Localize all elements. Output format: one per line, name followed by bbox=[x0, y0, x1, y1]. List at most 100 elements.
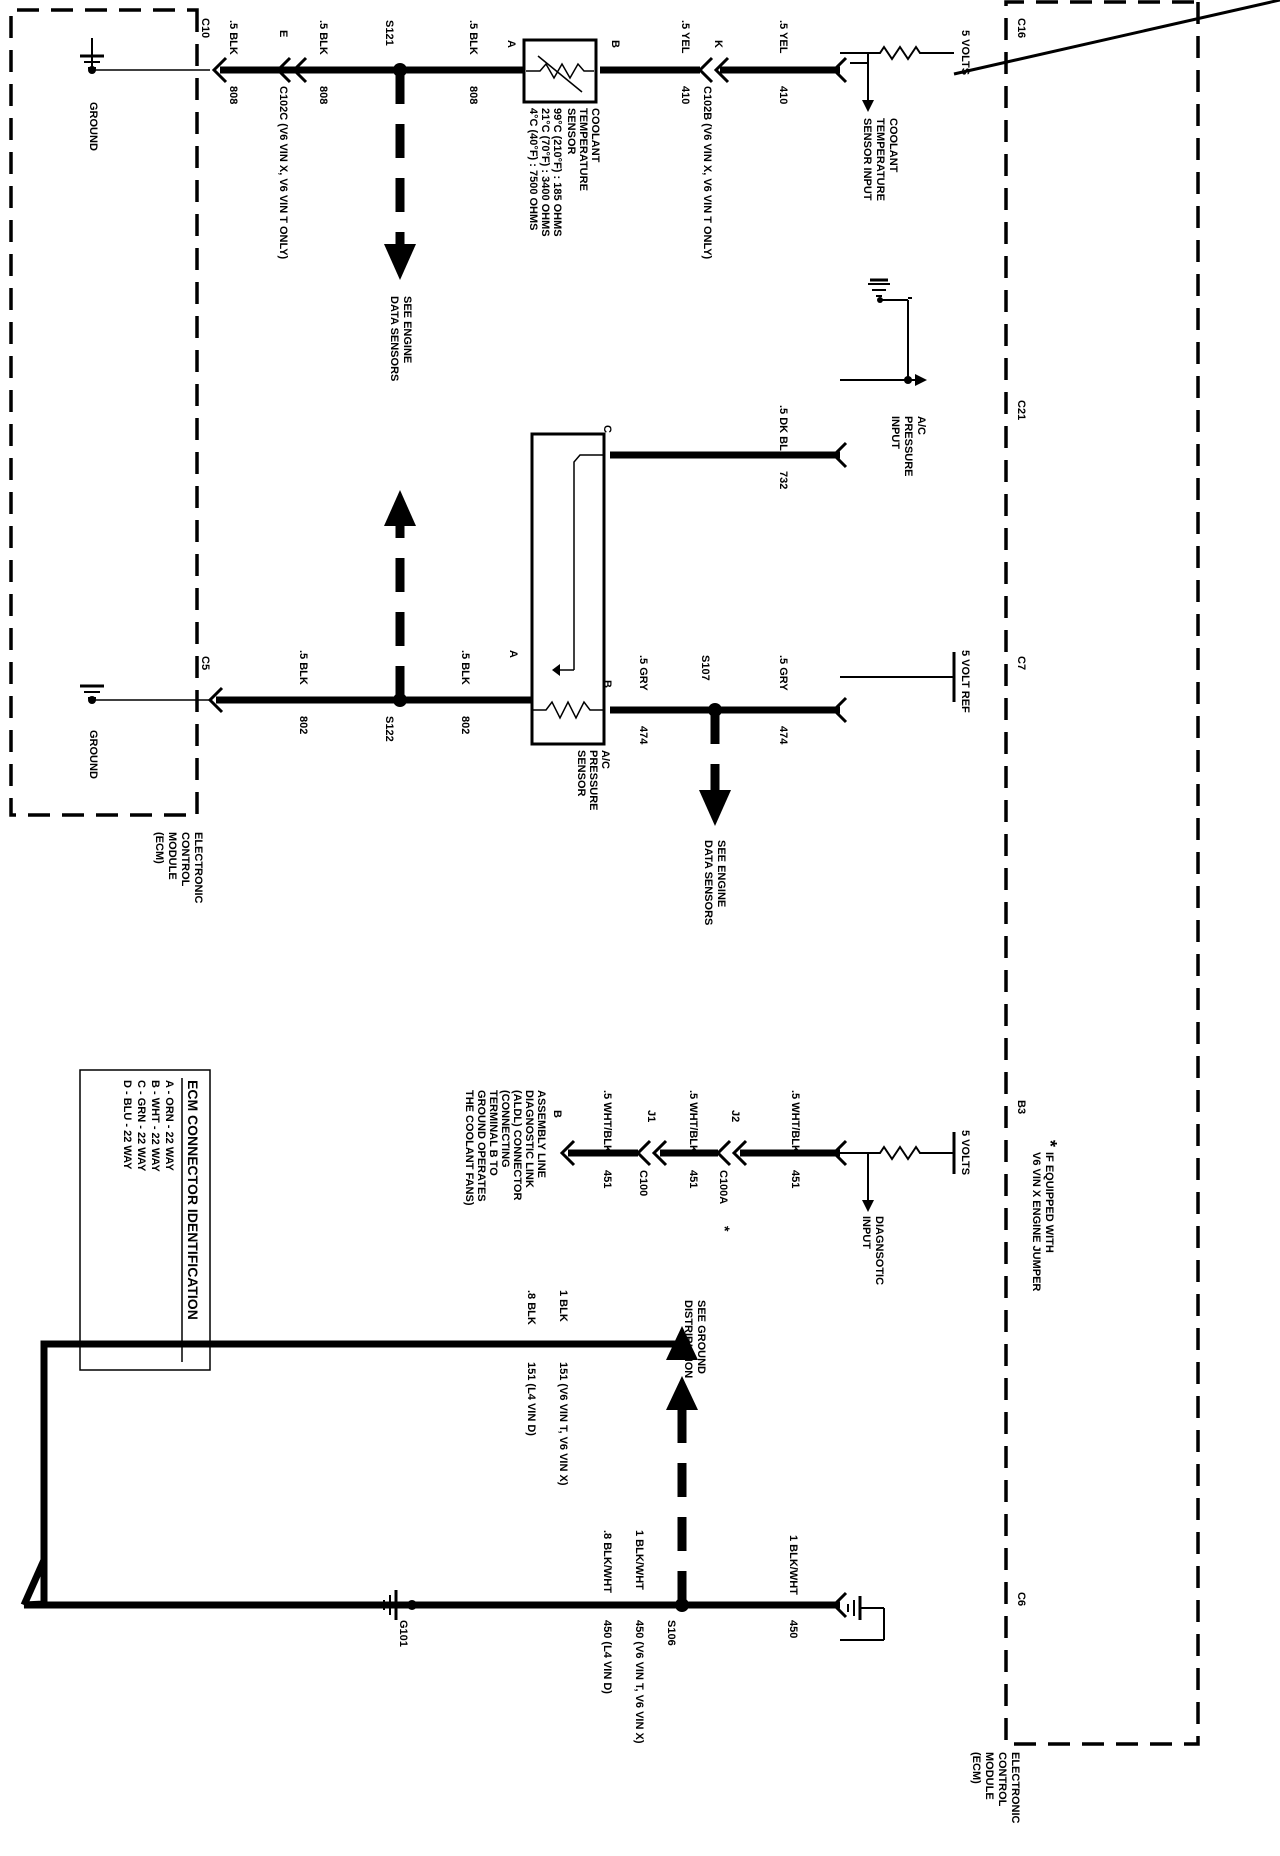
ground-label-c5: GROUND bbox=[87, 730, 99, 779]
five-volt-ref-label: 5 VOLT REF bbox=[959, 650, 971, 713]
coolant-sensor-title: COOLANT TEMPERATURE SENSOR bbox=[565, 108, 601, 194]
svg-text:451: 451 bbox=[601, 1170, 613, 1188]
svg-text:.5 WHT/BLK: .5 WHT/BLK bbox=[789, 1090, 801, 1153]
svg-text:451: 451 bbox=[687, 1170, 699, 1188]
svg-text:.5 BLK: .5 BLK bbox=[317, 20, 329, 55]
aldl-label: ASSEMBLY LINE DIAGNOSTIC LINK (ALDL) CON… bbox=[463, 1090, 547, 1206]
s107-branch-arrow bbox=[699, 790, 731, 826]
coolant-input-arrow bbox=[862, 100, 874, 112]
svg-text:808: 808 bbox=[227, 86, 239, 104]
ecm-connector-id-box bbox=[79, 1069, 211, 1371]
coolant-sensor-specs: 99°C (210°F) : 185 OHMS 21°C (70°F) : 34… bbox=[527, 108, 563, 240]
svg-text:J2: J2 bbox=[729, 1110, 741, 1122]
diagram-rotated: ELECTRONIC CONTROL MODULE (ECM) ELECTRON… bbox=[9, 0, 1280, 1827]
ac-sensor-resistor bbox=[532, 700, 604, 720]
coolant-sensor-resistor bbox=[526, 62, 594, 80]
coolant-input-label: COOLANT TEMPERATURE SENSOR INPUT bbox=[861, 118, 899, 204]
footnote-asterisk: * bbox=[1040, 1140, 1060, 1147]
ecm-connector-id-list: A - ORN - 22 WAY B - WHT - 22 WAY C - GR… bbox=[121, 1080, 175, 1175]
svg-text:C21: C21 bbox=[1015, 400, 1027, 420]
svg-text:E: E bbox=[277, 30, 289, 37]
svg-text:S107: S107 bbox=[699, 655, 711, 681]
svg-text:732: 732 bbox=[777, 471, 789, 489]
see-engine-label-1: SEE ENGINE DATA SENSORS bbox=[388, 296, 413, 381]
svg-text:.5 DK BLU: .5 DK BLU bbox=[777, 405, 789, 459]
svg-text:C10: C10 bbox=[199, 18, 211, 38]
svg-text:808: 808 bbox=[467, 86, 479, 104]
five-volts-bar-1 bbox=[953, 0, 1280, 76]
ecm-connector-id-title: ECM CONNECTOR IDENTIFICATION bbox=[185, 1080, 201, 1320]
svg-text:A: A bbox=[507, 650, 519, 658]
svg-text:.8 BLK/WHT: .8 BLK/WHT bbox=[601, 1530, 613, 1593]
svg-text:410: 410 bbox=[777, 86, 789, 104]
svg-text:.8 BLK: .8 BLK bbox=[525, 1290, 537, 1325]
ac-sensor-label: A/C PRESSURE SENSOR bbox=[575, 750, 611, 814]
svg-text:J1: J1 bbox=[645, 1110, 657, 1122]
svg-text:*: * bbox=[717, 1226, 733, 1232]
svg-text:A: A bbox=[505, 40, 517, 48]
s106-branch-arrow bbox=[666, 1376, 698, 1410]
diagnostic-input-label: DIAGNSOTIC INPUT bbox=[860, 1216, 885, 1288]
svg-text:.5 BLK: .5 BLK bbox=[227, 20, 239, 55]
ground-label-c10: GROUND bbox=[87, 102, 99, 151]
ecm-terminal-b3: B3 bbox=[1015, 1100, 1027, 1114]
svg-text:1 BLK: 1 BLK bbox=[557, 1290, 569, 1322]
ecm-terminal-c16: C16 bbox=[1015, 18, 1027, 38]
svg-text:.5 YEL: .5 YEL bbox=[679, 20, 691, 54]
ac-pressure-input-label: A/C PRESSURE INPUT bbox=[889, 416, 927, 480]
connector-c102b-male bbox=[713, 56, 730, 84]
svg-text:S122: S122 bbox=[383, 716, 395, 742]
c100a-label: C100A bbox=[717, 1170, 729, 1204]
five-volts-label-1: 5 VOLTS bbox=[959, 30, 971, 75]
svg-text:802: 802 bbox=[459, 716, 471, 734]
ground-icon-c5 bbox=[80, 684, 210, 704]
svg-text:K: K bbox=[712, 40, 724, 48]
c102c-label: C102C (V6 VIN X, V6 VIN T ONLY) bbox=[277, 86, 289, 260]
svg-text:.5 BLK: .5 BLK bbox=[467, 20, 479, 55]
svg-text:C6: C6 bbox=[1015, 1592, 1027, 1606]
svg-text:S121: S121 bbox=[383, 20, 395, 46]
ecm-label-bottom: ELECTRONIC CONTROL MODULE (ECM) bbox=[153, 832, 204, 907]
ecm-ground-icon-1 bbox=[868, 278, 890, 303]
svg-text:B: B bbox=[551, 1110, 563, 1118]
diagnostic-input-arrow bbox=[862, 1200, 874, 1212]
svg-text:.5 GRY: .5 GRY bbox=[777, 655, 789, 691]
s122-branch-arrow bbox=[384, 490, 416, 526]
ground-icon-g101 bbox=[383, 1590, 417, 1620]
ecm-terminal-c6: C6 bbox=[1015, 1592, 1027, 1606]
connector-c102c-female bbox=[275, 56, 292, 84]
svg-text:1 BLK/WHT: 1 BLK/WHT bbox=[787, 1535, 799, 1595]
svg-text:151 (V6 VIN T, V6 VIN X): 151 (V6 VIN T, V6 VIN X) bbox=[557, 1362, 569, 1486]
svg-text:B: B bbox=[609, 40, 621, 48]
svg-text:451: 451 bbox=[789, 1170, 801, 1188]
ecm-terminal-c7: C7 bbox=[1015, 656, 1027, 670]
ecm-terminal-c21: C21 bbox=[1015, 400, 1027, 420]
svg-text:.5 WHT/BLK: .5 WHT/BLK bbox=[601, 1090, 613, 1153]
svg-text:.5 BLK: .5 BLK bbox=[297, 650, 309, 685]
s121-branch-arrow bbox=[384, 244, 416, 280]
c102b-label: C102B (V6 VIN X, V6 VIN T ONLY) bbox=[701, 86, 713, 260]
g101-label: G101 bbox=[397, 1620, 409, 1647]
svg-text:1 BLK/WHT: 1 BLK/WHT bbox=[633, 1530, 645, 1590]
svg-text:B: B bbox=[601, 680, 613, 688]
ac-sensor-box bbox=[530, 432, 606, 746]
connector-c102c-male bbox=[291, 56, 308, 84]
svg-text:474: 474 bbox=[637, 726, 649, 745]
ac-pressure-input-arrow bbox=[915, 374, 927, 386]
ecm-label-top: ELECTRONIC CONTROL MODULE (ECM) bbox=[970, 1752, 1021, 1827]
svg-text:410: 410 bbox=[679, 86, 691, 104]
see-ground-label: SEE GROUND DISTRIBUTION bbox=[682, 1300, 707, 1378]
svg-text:.5 BLK: .5 BLK bbox=[459, 650, 471, 685]
svg-text:C5: C5 bbox=[199, 656, 211, 670]
ecm-box-top bbox=[1004, 0, 1200, 1746]
pullup-resistor-2 bbox=[840, 1145, 954, 1161]
svg-text:450: 450 bbox=[787, 1620, 799, 1638]
svg-text:B3: B3 bbox=[1015, 1100, 1027, 1114]
ground-icon-c10 bbox=[80, 38, 210, 74]
svg-text:S106: S106 bbox=[665, 1620, 677, 1646]
pullup-resistor-1 bbox=[840, 45, 954, 61]
svg-text:.5 GRY: .5 GRY bbox=[637, 655, 649, 691]
ecm-ground-icon-2 bbox=[840, 1596, 885, 1641]
wire-151 bbox=[23, 1340, 682, 1609]
